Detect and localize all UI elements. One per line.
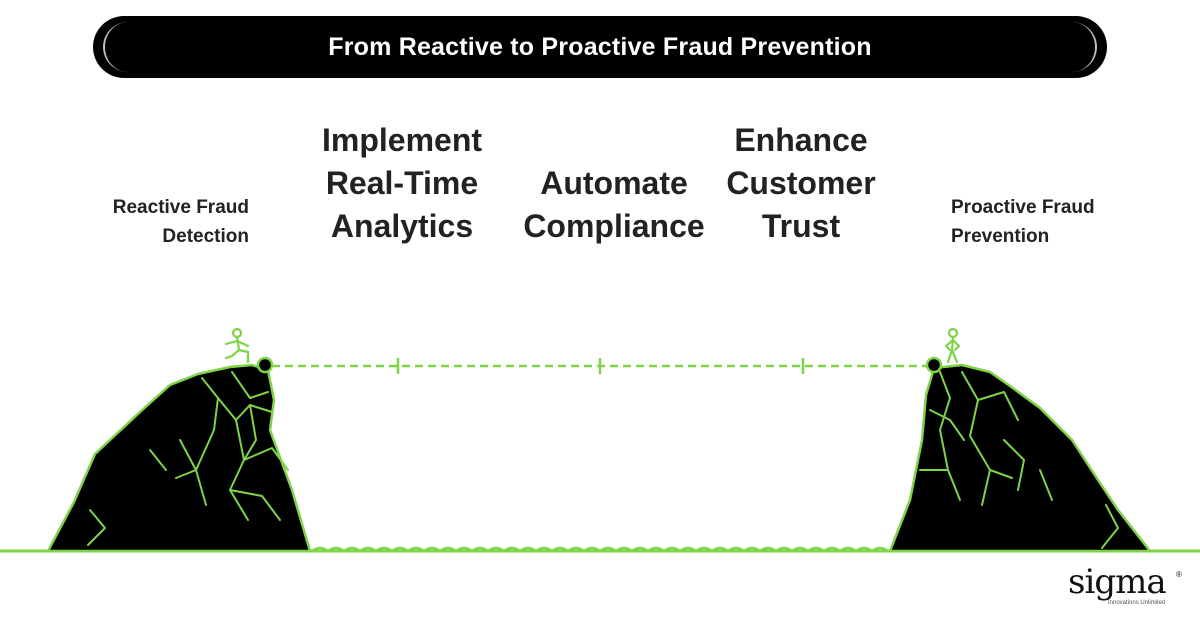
step-3-line-2: Customer [726, 165, 876, 201]
start-label: Reactive Fraud Detection [29, 193, 249, 251]
logo-wordmark: sigma [1068, 562, 1167, 602]
step-3-line-1: Enhance [734, 122, 868, 158]
cliff-right-icon [888, 363, 1152, 553]
step-1-line-1: Implement [321, 122, 483, 158]
title-banner: From Reactive to Proactive Fraud Prevent… [93, 16, 1107, 78]
logo-registered-mark: ® [1176, 570, 1182, 579]
start-label-line-1: Reactive Fraud [112, 197, 249, 218]
step-2-line-1: Automate [540, 165, 688, 201]
step-2-label: Automate Compliance [494, 162, 734, 248]
step-1-label: Implement Real-Time Analytics [282, 119, 522, 248]
step-3-label: Enhance Customer Trust [681, 119, 921, 248]
progress-path [256, 356, 943, 374]
logo-tagline: Innovations Unlimited [1108, 600, 1166, 606]
page-title: From Reactive to Proactive Fraud Prevent… [328, 32, 872, 61]
end-label-line-2: Prevention [951, 226, 1050, 247]
start-label-line-2: Detection [162, 226, 249, 247]
end-label-line-1: Proactive Fraud [951, 197, 1095, 218]
figure-standing-icon [944, 327, 961, 364]
step-2-line-2: Compliance [523, 208, 705, 244]
sigma-logo: sigma ® Innovations Unlimited [1068, 562, 1188, 622]
cliff-left-icon [46, 363, 312, 553]
figure-walking-icon [224, 327, 250, 364]
route-start-node [256, 356, 274, 374]
route-end-node [925, 356, 943, 374]
end-label: Proactive Fraud Prevention [951, 193, 1171, 251]
step-3-line-3: Trust [761, 208, 841, 244]
step-1-line-2: Real-Time [325, 165, 479, 201]
water-wave-icon [311, 546, 889, 553]
step-1-line-3: Analytics [330, 208, 474, 244]
